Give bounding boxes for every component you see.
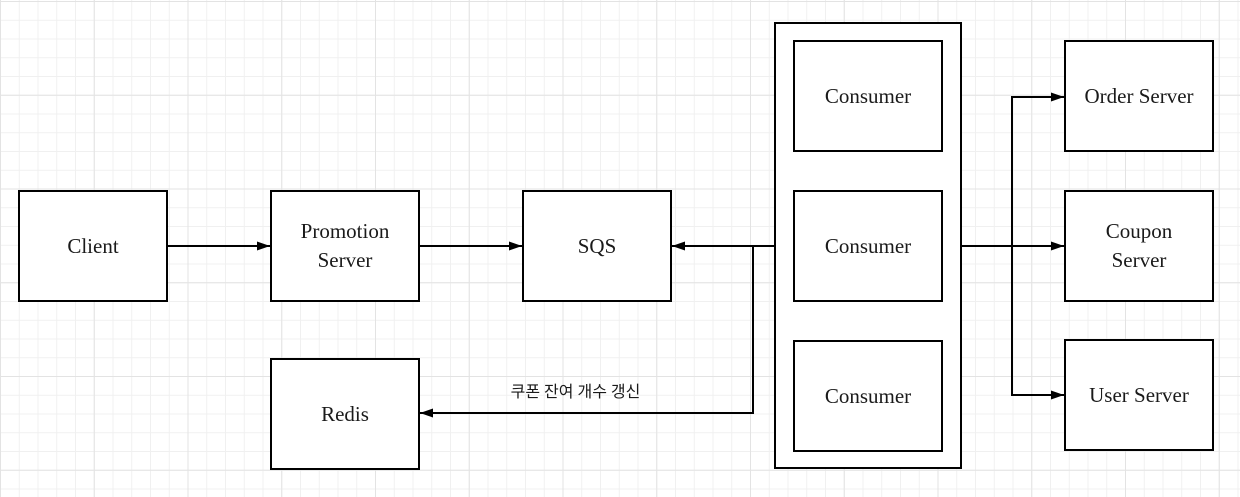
node-label: User Server xyxy=(1089,382,1189,407)
node-redis[interactable]: Redis xyxy=(270,358,420,470)
node-sqs[interactable]: SQS xyxy=(522,190,672,302)
node-client[interactable]: Client xyxy=(18,190,168,302)
edge-consumers-to-order-server xyxy=(1011,92,1064,246)
node-consumer-1[interactable]: Consumer xyxy=(793,40,943,152)
node-label: Consumer xyxy=(824,83,912,108)
node-label: Promotion Server xyxy=(300,219,390,272)
node-label: Consumer xyxy=(824,233,912,258)
node-order-server[interactable]: Order Server xyxy=(1064,40,1214,152)
node-promotion-server[interactable]: Promotion Server xyxy=(270,190,420,302)
node-coupon-server[interactable]: Coupon Server xyxy=(1064,190,1214,302)
node-label: Order Server xyxy=(1084,83,1194,108)
node-label: SQS xyxy=(577,233,617,258)
node-user-server[interactable]: User Server xyxy=(1064,339,1214,451)
node-consumer-2[interactable]: Consumer xyxy=(793,190,943,302)
edge-consumers-to-user-server xyxy=(1011,246,1064,400)
node-label: Coupon Server xyxy=(1105,219,1173,272)
node-label: Redis xyxy=(321,401,369,426)
node-label: Consumer xyxy=(824,383,912,408)
edge-label-coupon-count-update: 쿠폰 잔여 개수 갱신 xyxy=(510,384,641,401)
node-consumer-3[interactable]: Consumer xyxy=(793,340,943,452)
node-label: Client xyxy=(67,233,119,258)
